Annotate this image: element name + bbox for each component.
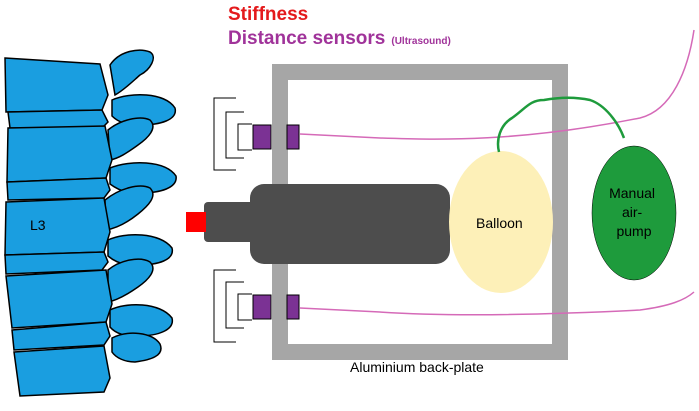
pump-label-line2: air- xyxy=(622,204,643,220)
actuator-body xyxy=(250,184,450,264)
spinous-process xyxy=(109,304,173,337)
vertebra-l3-label: L3 xyxy=(30,217,46,233)
vertebral-body xyxy=(4,197,111,256)
sensor-wire-top xyxy=(299,29,695,140)
air-tube xyxy=(496,96,626,153)
sensor-brackets xyxy=(213,97,252,343)
actuator-shaft xyxy=(204,202,254,242)
manual-air-pump xyxy=(591,145,677,281)
vertebral-body xyxy=(6,125,113,183)
pump-label-line3: pump xyxy=(616,223,651,239)
spinous-process xyxy=(109,49,154,97)
bracket-bottom-outer xyxy=(213,269,236,343)
spinous-process xyxy=(107,117,154,161)
sensor-bottom-right-half xyxy=(286,294,300,320)
spinous-process xyxy=(104,185,154,231)
vertebral-body xyxy=(5,269,113,329)
vertebral-body xyxy=(11,321,111,351)
vertebral-body xyxy=(6,177,111,201)
aluminium-frame xyxy=(272,64,568,360)
frame-top-bar xyxy=(272,64,568,80)
vertebral-body xyxy=(7,109,109,129)
distance-sensors-label: Distance sensors (Ultrasound) xyxy=(228,28,451,49)
stiffness-probe-tip xyxy=(186,212,206,232)
bracket-bottom-middle xyxy=(225,281,244,329)
pump-label-line1: Manual xyxy=(609,185,655,201)
spinous-process xyxy=(107,258,154,303)
vertebral-body xyxy=(4,251,109,275)
ultrasound-sensor-bottom xyxy=(252,294,300,320)
sensor-top-left-half xyxy=(252,124,272,150)
ultrasound-sensor-top xyxy=(252,124,300,150)
frame-bottom-bar xyxy=(272,344,568,360)
spine xyxy=(4,49,177,397)
vertebral-body xyxy=(13,345,111,397)
stiffness-label: Stiffness xyxy=(228,4,308,25)
bracket-top-outer xyxy=(213,97,236,171)
sensor-bottom-left-half xyxy=(252,294,272,320)
distance-sensors-subtitle: (Ultrasound) xyxy=(391,36,450,47)
back-plate-label: Aluminium back-plate xyxy=(350,359,484,375)
bracket-top-inner xyxy=(237,123,252,151)
frame-right-bar xyxy=(552,64,568,360)
indenter-actuator xyxy=(204,184,450,264)
sensor-wire-bottom xyxy=(299,291,695,316)
bracket-bottom-inner xyxy=(237,293,252,321)
bracket-top-middle xyxy=(225,111,244,159)
vertebral-body xyxy=(4,57,109,113)
spinous-process xyxy=(111,332,162,363)
sensor-top-right-half xyxy=(286,124,300,150)
distance-sensors-text: Distance sensors xyxy=(228,28,385,49)
pump-label: Manual air- pump xyxy=(609,185,659,239)
balloon-label: Balloon xyxy=(476,215,523,231)
spinous-process xyxy=(107,234,173,266)
balloon xyxy=(449,151,553,293)
